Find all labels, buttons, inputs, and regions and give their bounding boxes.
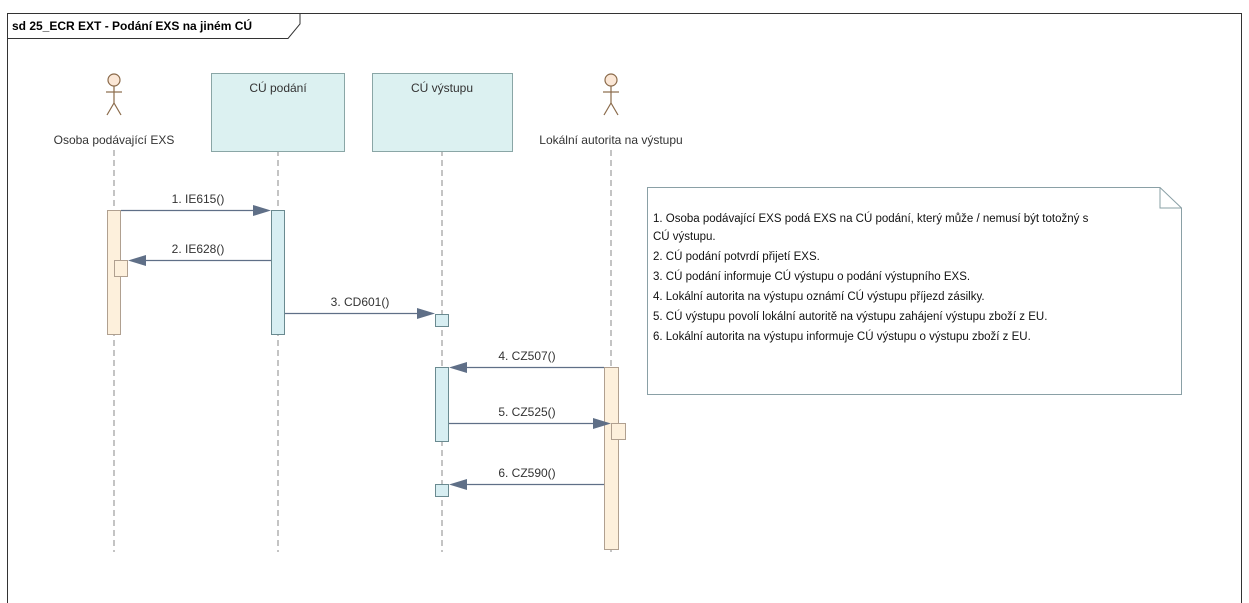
actor-lokalni-icon	[603, 73, 619, 116]
participant-cu-vystupu-box	[372, 73, 513, 152]
activation-lokalni	[604, 367, 619, 550]
activation-lokalni-nested	[611, 423, 626, 440]
participant-cu-podani-label: CÚ podání	[249, 80, 307, 95]
note-line-1: 1. Osoba podávající EXS podá EXS na CÚ p…	[653, 212, 1089, 225]
frame-title: sd 25_ECR EXT - Podání EXS na jiném CÚ	[12, 18, 252, 33]
note-line-4: 3. CÚ podání informuje CÚ výstupu o podá…	[653, 270, 970, 283]
message-6-arrowhead	[449, 479, 467, 490]
participant-cu-podani-box	[211, 73, 345, 152]
note-line-5: 4. Lokální autorita na výstupu oznámí CÚ…	[653, 290, 985, 303]
activation-cu-podani	[271, 210, 285, 335]
note-line-2: CÚ výstupu.	[653, 230, 716, 243]
message-3-label: 3. CD601()	[331, 295, 390, 309]
participant-osoba-label: Osoba podávající EXS	[54, 133, 175, 147]
message-2-arrowhead	[128, 255, 146, 266]
frame-tab	[7, 13, 301, 39]
message-1-arrowhead	[253, 205, 271, 216]
note-fold	[1159, 187, 1182, 209]
message-5-arrowhead	[593, 418, 611, 429]
message-4-arrowhead	[449, 362, 467, 373]
activation-cu-vystupu-1	[435, 314, 449, 327]
message-2-label: 2. IE628()	[172, 242, 225, 256]
note-line-6: 5. CÚ výstupu povolí lokální autoritě na…	[653, 310, 1047, 323]
message-5-label: 5. CZ525()	[498, 405, 555, 419]
message-3-arrowhead	[417, 308, 435, 319]
message-1-label: 1. IE615()	[172, 192, 225, 206]
note-line-3: 2. CÚ podání potvrdí přijetí EXS.	[653, 250, 820, 263]
activation-osoba-nested	[114, 260, 128, 277]
message-6-label: 6. CZ590()	[498, 466, 555, 480]
participant-cu-vystupu-label: CÚ výstupu	[411, 80, 473, 95]
message-4-label: 4. CZ507()	[498, 349, 555, 363]
participant-lokalni-label: Lokální autorita na výstupu	[539, 133, 682, 147]
actor-osoba-icon	[106, 73, 122, 116]
activation-cu-vystupu-2	[435, 367, 449, 442]
activation-cu-vystupu-3	[435, 484, 449, 497]
note-line-7: 6. Lokální autorita na výstupu informuje…	[653, 330, 1031, 343]
note: 1. Osoba podávající EXS podá EXS na CÚ p…	[647, 187, 1182, 395]
